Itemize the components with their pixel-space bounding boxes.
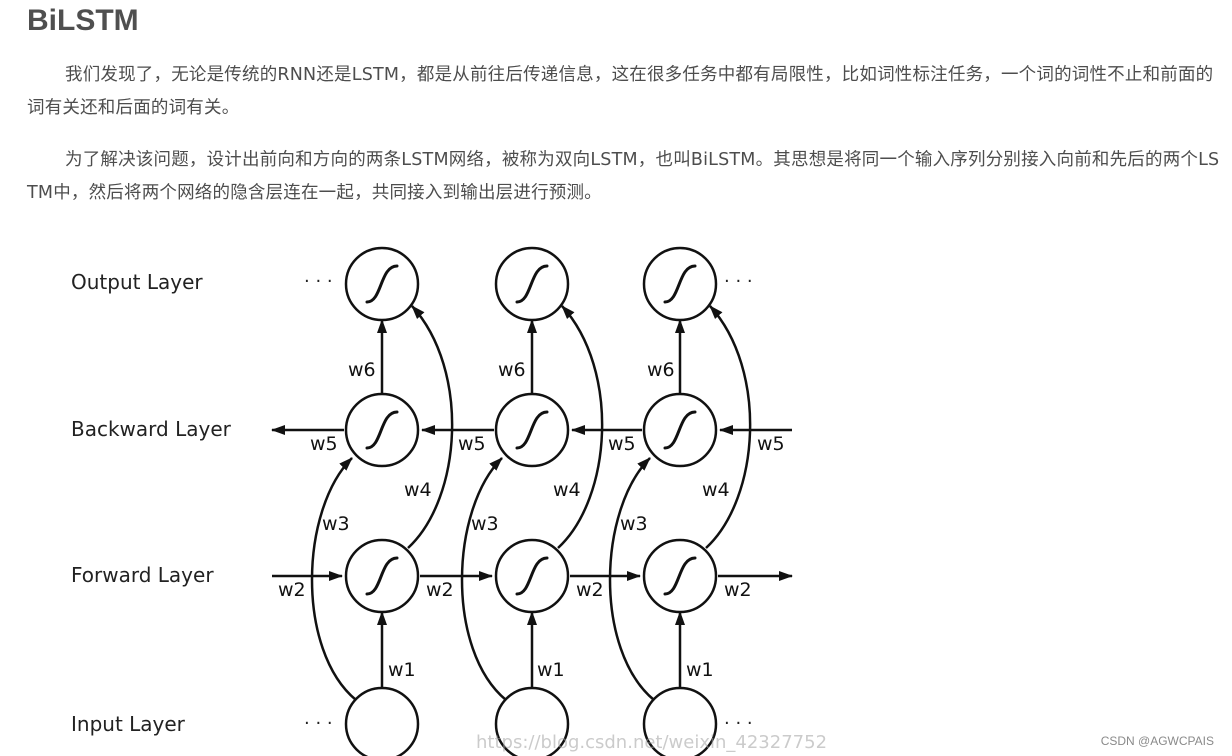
label-w3-1: w3 xyxy=(322,513,350,535)
input-layer-label: Input Layer xyxy=(71,712,186,736)
sigmoid-icon xyxy=(365,264,399,304)
label-w2-3: w2 xyxy=(724,579,752,601)
output-ellipsis-left: · · · xyxy=(304,271,333,292)
paragraph-1: 我们发现了，无论是传统的RNN还是LSTM，都是从前往后传递信息，这在很多任务中… xyxy=(27,65,1214,118)
input-node-3 xyxy=(642,686,718,756)
label-w4-1: w4 xyxy=(404,479,432,501)
label-w1-3: w1 xyxy=(686,659,714,681)
sigmoid-icon xyxy=(365,556,399,596)
label-w3-3: w3 xyxy=(620,513,648,535)
edge-w3-1 xyxy=(310,457,357,701)
input-node-2 xyxy=(494,686,570,756)
label-w1-2: w1 xyxy=(537,659,565,681)
edge-w3-3 xyxy=(608,457,655,701)
input-ellipsis-left: · · · xyxy=(304,713,333,734)
input-node-1 xyxy=(344,686,420,756)
csdn-credit: CSDN @AGWCPAIS xyxy=(1100,734,1214,748)
label-w4-2: w4 xyxy=(553,479,581,501)
sigmoid-icon xyxy=(515,264,549,304)
label-w5-3: w5 xyxy=(757,433,785,455)
input-ellipsis-right: · · · xyxy=(724,713,753,734)
label-w2-0: w2 xyxy=(278,579,306,601)
forward-layer-label: Forward Layer xyxy=(71,563,214,587)
output-layer-label: Output Layer xyxy=(71,270,203,294)
image-watermark: https://blog.csdn.net/weixin_42327752 xyxy=(476,732,828,753)
edge-w4-2 xyxy=(557,305,604,549)
label-w4-3: w4 xyxy=(702,479,730,501)
sigmoid-icon xyxy=(663,410,697,450)
label-w6-2: w6 xyxy=(498,359,526,381)
edge-w3-2 xyxy=(460,457,507,701)
paragraph-2: 为了解决该问题，设计出前向和方向的两条LSTM网络，被称为双向LSTM，也叫Bi… xyxy=(27,150,1220,203)
label-w5-0: w5 xyxy=(310,433,338,455)
sigmoid-icon xyxy=(515,556,549,596)
sigmoid-icon xyxy=(515,410,549,450)
label-w5-2: w5 xyxy=(608,433,636,455)
sigmoid-icon xyxy=(663,556,697,596)
label-w6-3: w6 xyxy=(647,359,675,381)
label-w6-1: w6 xyxy=(348,359,376,381)
label-w3-2: w3 xyxy=(471,513,499,535)
article-title: BiLSTM xyxy=(27,4,139,37)
backward-layer-label: Backward Layer xyxy=(71,417,232,441)
output-ellipsis-right: · · · xyxy=(724,271,753,292)
edge-w4-3 xyxy=(705,305,752,549)
label-w1-1: w1 xyxy=(388,659,416,681)
bilstm-diagram: Output Layer Backward Layer Forward Laye… xyxy=(0,230,1232,756)
label-w2-2: w2 xyxy=(576,579,604,601)
sigmoid-icon xyxy=(663,264,697,304)
sigmoid-icon xyxy=(365,410,399,450)
label-w5-1: w5 xyxy=(458,433,486,455)
label-w2-1: w2 xyxy=(426,579,454,601)
edge-w4-1 xyxy=(407,305,454,549)
